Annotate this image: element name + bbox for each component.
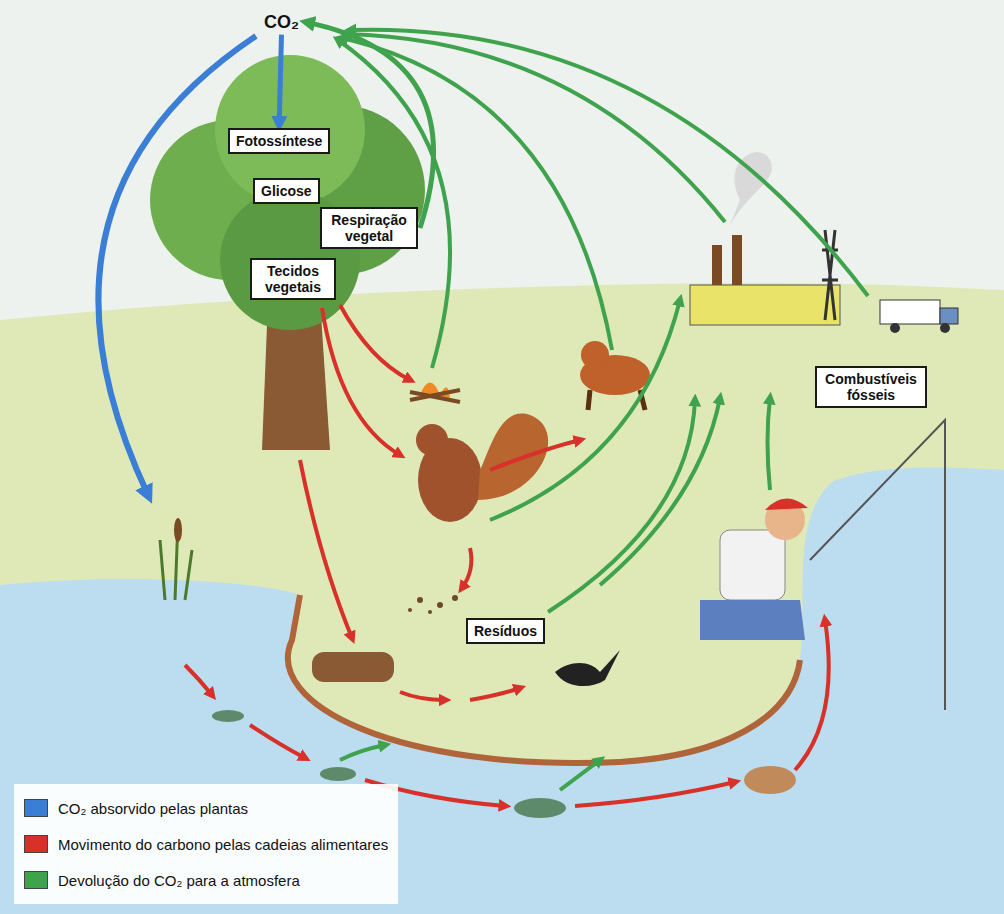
scene-path <box>0 283 1004 914</box>
scene-path <box>346 34 725 222</box>
scene-path <box>338 40 450 368</box>
scene-path <box>185 665 212 695</box>
flow-arrow <box>307 22 434 228</box>
scene-circle <box>452 595 458 601</box>
scene-path <box>768 398 771 490</box>
scene-path <box>600 398 720 585</box>
legend-text: CO₂ absorvido pelas plantas <box>58 800 248 817</box>
scene-path <box>730 152 772 225</box>
scene-circle <box>940 323 950 333</box>
scene-circle <box>581 341 609 369</box>
scene-path <box>470 688 520 700</box>
legend: CO₂ absorvido pelas plantasMovimento do … <box>14 784 398 904</box>
flow-arrow <box>279 35 281 124</box>
scene-path <box>555 650 620 686</box>
scene-circle <box>215 55 365 205</box>
scene-rect <box>720 530 785 600</box>
scene-ellipse <box>212 710 244 722</box>
node-text: Resíduos <box>474 623 537 639</box>
scene-path <box>490 300 680 520</box>
scene-ellipse <box>320 767 356 781</box>
scene-rect <box>690 285 840 325</box>
scene-ellipse <box>174 518 182 542</box>
scene-path <box>400 692 445 700</box>
scene-path <box>490 440 580 470</box>
legend-swatch <box>24 871 48 889</box>
scene-path <box>575 782 735 806</box>
scene-path <box>795 620 829 770</box>
node-text: Glicose <box>261 183 312 199</box>
legend-swatch <box>24 835 48 853</box>
scene-circle <box>428 610 432 614</box>
scene-path <box>560 760 600 790</box>
scene-g <box>408 595 458 614</box>
process-box: Respiração vegetal <box>320 207 418 249</box>
node-text: Respiração vegetal <box>328 212 410 244</box>
process-box: Fotossíntese <box>228 128 330 154</box>
scene-circle <box>416 424 448 456</box>
scene-path <box>350 30 868 296</box>
legend-text: Devolução do CO₂ para a atmosfera <box>58 872 300 889</box>
node-text: Fotossíntese <box>236 133 322 149</box>
legend-text: Movimento do carbono pelas cadeias alime… <box>58 836 388 853</box>
process-box: Glicose <box>253 178 320 204</box>
legend-row: Movimento do carbono pelas cadeias alime… <box>24 826 388 862</box>
scene-rect <box>312 652 394 682</box>
scene-path <box>300 460 352 638</box>
scene-path <box>0 468 1004 914</box>
scene-g <box>338 30 868 790</box>
scene-path <box>765 498 808 510</box>
process-box: Tecidos vegetais <box>250 258 336 300</box>
scene-rect <box>712 245 722 285</box>
scene-circle <box>417 597 423 603</box>
scene-ellipse <box>514 798 566 818</box>
scene-path <box>478 414 548 500</box>
scene-path <box>250 725 305 758</box>
scene-circle <box>890 323 900 333</box>
scene-path <box>342 38 612 350</box>
scene-path <box>322 308 400 455</box>
scene-circle <box>437 602 443 608</box>
scene-path <box>462 548 471 588</box>
node-text: CO₂ <box>264 12 299 33</box>
atmosphere-label: CO₂ <box>262 12 301 33</box>
legend-row: CO₂ absorvido pelas plantas <box>24 790 388 826</box>
scene-path <box>340 745 385 760</box>
scene-rect <box>880 300 940 324</box>
scene-circle <box>408 608 412 612</box>
scene-path <box>410 390 460 402</box>
scene-path <box>98 36 256 495</box>
scene-g <box>185 305 829 806</box>
scene-path <box>340 305 410 380</box>
scene-rect <box>732 235 742 285</box>
node-text: Tecidos vegetais <box>258 263 328 295</box>
legend-swatch <box>24 799 48 817</box>
scene-rect <box>940 308 958 324</box>
scene-path <box>700 600 805 640</box>
scene-ellipse <box>744 766 796 794</box>
legend-row: Devolução do CO₂ para a atmosfera <box>24 862 388 898</box>
process-box: Resíduos <box>466 618 545 644</box>
process-box: Combustíveis fósseis <box>815 366 927 408</box>
node-text: Combustíveis fósseis <box>823 371 919 403</box>
